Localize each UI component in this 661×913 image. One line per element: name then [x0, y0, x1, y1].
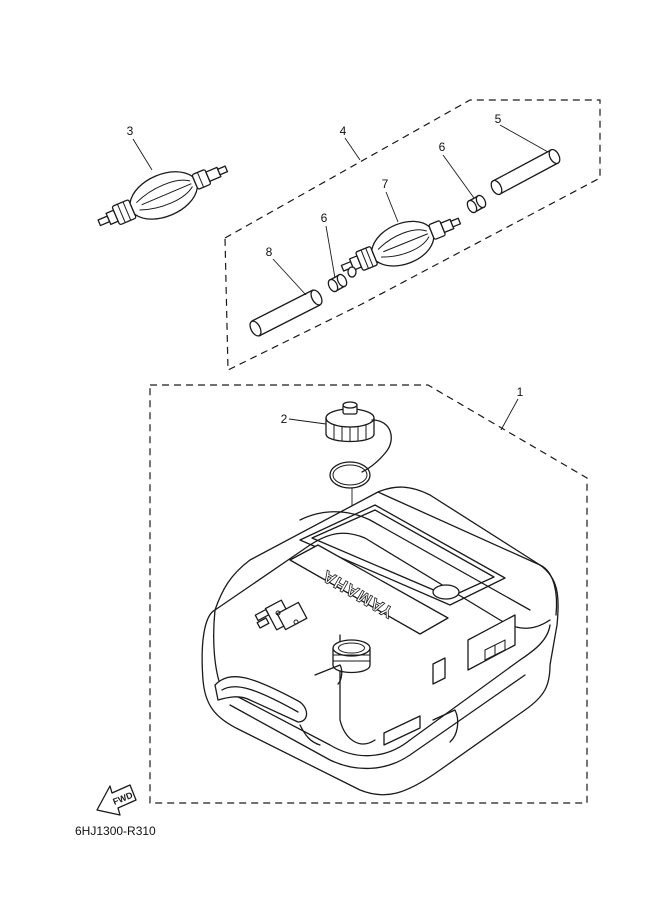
- callout-6-upper: 6: [439, 140, 446, 154]
- callout-5: 5: [495, 112, 502, 126]
- primer-bulb-part: [97, 165, 229, 227]
- callout-6-lower: 6: [321, 211, 328, 225]
- leader-1: [500, 398, 519, 431]
- fuel-tank-group-outline: [149, 384, 588, 804]
- callout-3: 3: [127, 124, 134, 138]
- fuel-cap-part: [325, 401, 392, 640]
- connector-lower-part: [327, 273, 348, 293]
- fuel-hose-upper-part: [490, 148, 561, 196]
- callout-1: 1: [517, 385, 524, 399]
- connector-upper-part: [466, 194, 487, 214]
- callout-8: 8: [266, 245, 273, 259]
- hose-primer-bulb-part: [340, 217, 462, 278]
- leader-3: [132, 138, 153, 171]
- leader-8: [272, 258, 307, 296]
- leader-2: [288, 418, 327, 425]
- callout-2: 2: [281, 412, 288, 426]
- callout-4: 4: [340, 124, 347, 138]
- fuel-hose-lower-part: [249, 289, 323, 337]
- drawing-code: 6HJ1300-R310: [75, 824, 156, 838]
- forward-direction-arrow: FWD: [96, 784, 137, 816]
- callout-7: 7: [382, 177, 389, 191]
- fuel-tank-part: YAMAHA: [201, 486, 559, 796]
- leader-5: [499, 124, 549, 153]
- leader-6b: [325, 225, 336, 279]
- leader-6a: [442, 154, 475, 199]
- leader-7: [385, 191, 399, 223]
- hose-assembly-group-outline: [224, 99, 601, 371]
- leader-4: [344, 137, 361, 161]
